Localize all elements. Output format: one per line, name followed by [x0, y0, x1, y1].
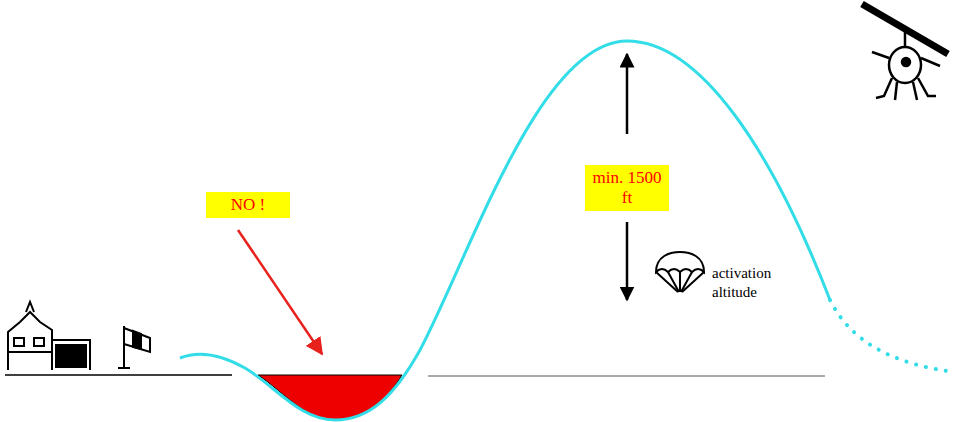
windsock-icon — [118, 326, 150, 368]
height-box: min. 1500 ft — [585, 165, 669, 211]
parachute-icon — [656, 252, 704, 292]
hangar-icon — [8, 302, 90, 370]
flight-path — [180, 41, 830, 420]
aircraft-icon — [862, 4, 948, 100]
box-text: min. 1500 ft — [589, 168, 665, 208]
dimension-arrow — [626, 54, 629, 134]
annotation-text: activation altitude — [712, 264, 786, 302]
warning-box: NO ! — [206, 192, 290, 218]
warning-arrow — [238, 230, 322, 354]
forbidden-zone — [258, 375, 402, 420]
dimension-arrow — [626, 222, 629, 300]
reference-line — [428, 376, 825, 377]
flight-path-dotted — [830, 300, 955, 372]
box-text: NO ! — [210, 195, 286, 215]
ground-line — [5, 374, 232, 376]
